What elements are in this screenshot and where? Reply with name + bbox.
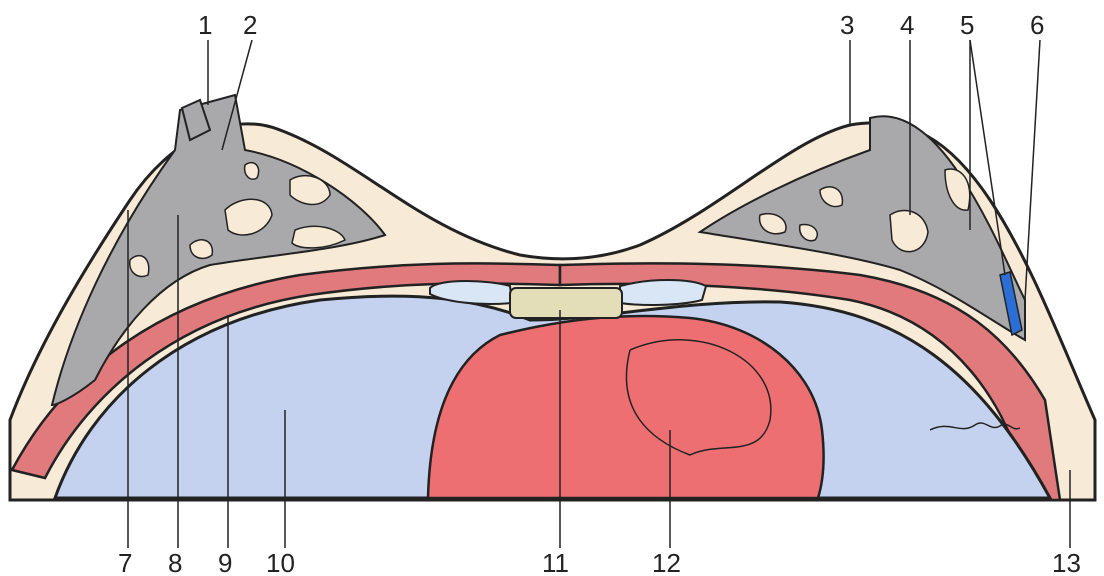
label-11: 11 [542,548,569,576]
label-6: 6 [1030,10,1044,40]
sternum [510,288,622,318]
label-12: 12 [652,548,681,576]
label-3: 3 [840,10,854,40]
fat-lobule [245,163,259,179]
label-10: 10 [266,548,295,576]
label-4: 4 [900,10,914,40]
fat-lobule [190,240,212,259]
label-13: 13 [1052,548,1081,576]
label-8: 8 [168,548,182,576]
heart [428,316,824,498]
label-9: 9 [218,548,232,576]
label-7: 7 [118,548,132,576]
label-2: 2 [243,10,257,40]
costal-cartilage-right [620,280,706,305]
label-1: 1 [198,10,212,40]
label-5: 5 [960,10,974,40]
